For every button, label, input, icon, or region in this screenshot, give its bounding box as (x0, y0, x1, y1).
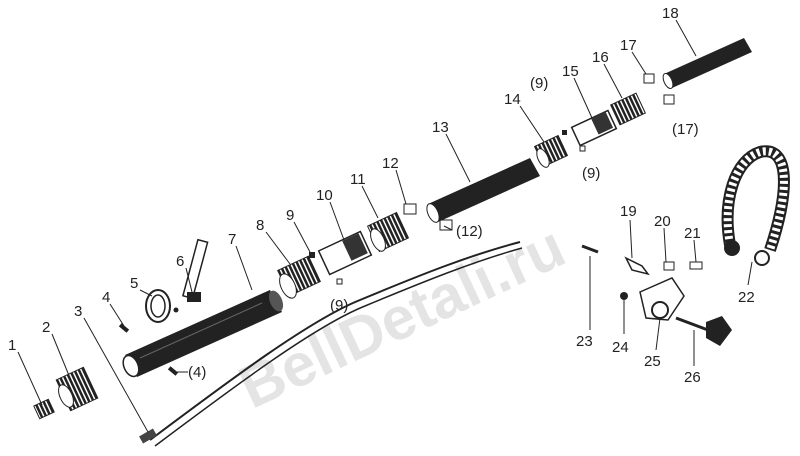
loop-handle-part-22 (721, 145, 790, 266)
knurled-nut-part-11 (366, 211, 410, 253)
clip-part-17 (643, 73, 655, 84)
label-part-25: 25 (644, 353, 661, 370)
label-part-15: 15 (562, 63, 579, 80)
coupling-part-15 (570, 109, 618, 147)
end-cap-part-1 (33, 398, 55, 420)
cable-part-3 (139, 241, 523, 447)
label-part-23: 23 (576, 333, 593, 350)
clip-part-12b (439, 219, 453, 231)
label-part-18: 18 (662, 5, 679, 22)
pin-part-9d (579, 145, 586, 152)
label-part-5: 5 (130, 275, 138, 292)
label-part-13: 13 (432, 119, 449, 136)
lever-part-6 (182, 238, 209, 302)
knurled-ring-part-8 (277, 255, 321, 299)
label-part-19: 19 (620, 203, 637, 220)
label-part-12: 12 (382, 155, 399, 172)
screw-part-4 (118, 323, 179, 376)
label-part-6: 6 (176, 253, 184, 270)
label-part-9: 9 (286, 207, 294, 224)
spacer-part-20 (663, 261, 675, 271)
knob-bolt-part-26 (675, 316, 732, 346)
label-part-2: 2 (42, 319, 50, 336)
pin-part-9 (309, 252, 315, 258)
label-part-17b: (17) (672, 121, 699, 138)
trigger-lever-part-19 (624, 256, 650, 276)
clip-part-12 (403, 203, 417, 215)
label-part-11: 11 (350, 171, 366, 188)
label-part-3: 3 (74, 303, 82, 320)
label-part-8: 8 (256, 217, 264, 234)
label-part-10: 10 (316, 187, 333, 204)
tube-part-13 (426, 158, 540, 223)
label-part-12b: (12) (456, 223, 483, 240)
label-part-21: 21 (684, 225, 701, 242)
leader-lines (17, 19, 753, 433)
label-part-14: 14 (504, 91, 521, 108)
main-tube-part-7 (122, 290, 284, 378)
pin-part-9c (562, 130, 567, 135)
label-part-9d: (9) (582, 165, 600, 182)
spacer-part-21 (689, 261, 703, 270)
label-part-7: 7 (228, 231, 236, 248)
spring-clip-part-5 (145, 289, 179, 323)
watermark-text: BellDetali.ru (229, 212, 575, 421)
pin-part-9b (336, 278, 343, 285)
label-part-17: 17 (620, 37, 637, 54)
knurled-nut-part-16 (609, 92, 647, 126)
label-part-22: 22 (738, 289, 755, 306)
knurled-nut-part-2 (55, 366, 99, 412)
coupling-part-10 (317, 230, 373, 276)
label-part-16: 16 (592, 49, 609, 66)
clip-part-17b (663, 94, 675, 105)
label-part-24: 24 (612, 339, 629, 356)
label-part-4: 4 (102, 289, 110, 306)
clamp-bracket-part-25 (639, 277, 685, 321)
ball-part-24 (620, 292, 628, 300)
label-part-1: 1 (8, 337, 16, 354)
label-part-26: 26 (684, 369, 701, 386)
knurled-ring-part-14 (533, 134, 569, 168)
label-part-9b: (9) (330, 297, 348, 314)
rod-part-23 (581, 244, 599, 254)
tube-part-18 (662, 38, 752, 89)
label-part-4b: (4) (188, 364, 206, 381)
label-part-20: 20 (654, 213, 671, 230)
label-part-9c: (9) (530, 75, 548, 92)
part-labels: 1 2 3 4 (4) 5 6 7 8 9 (9) 10 11 12 (12) … (8, 5, 755, 386)
